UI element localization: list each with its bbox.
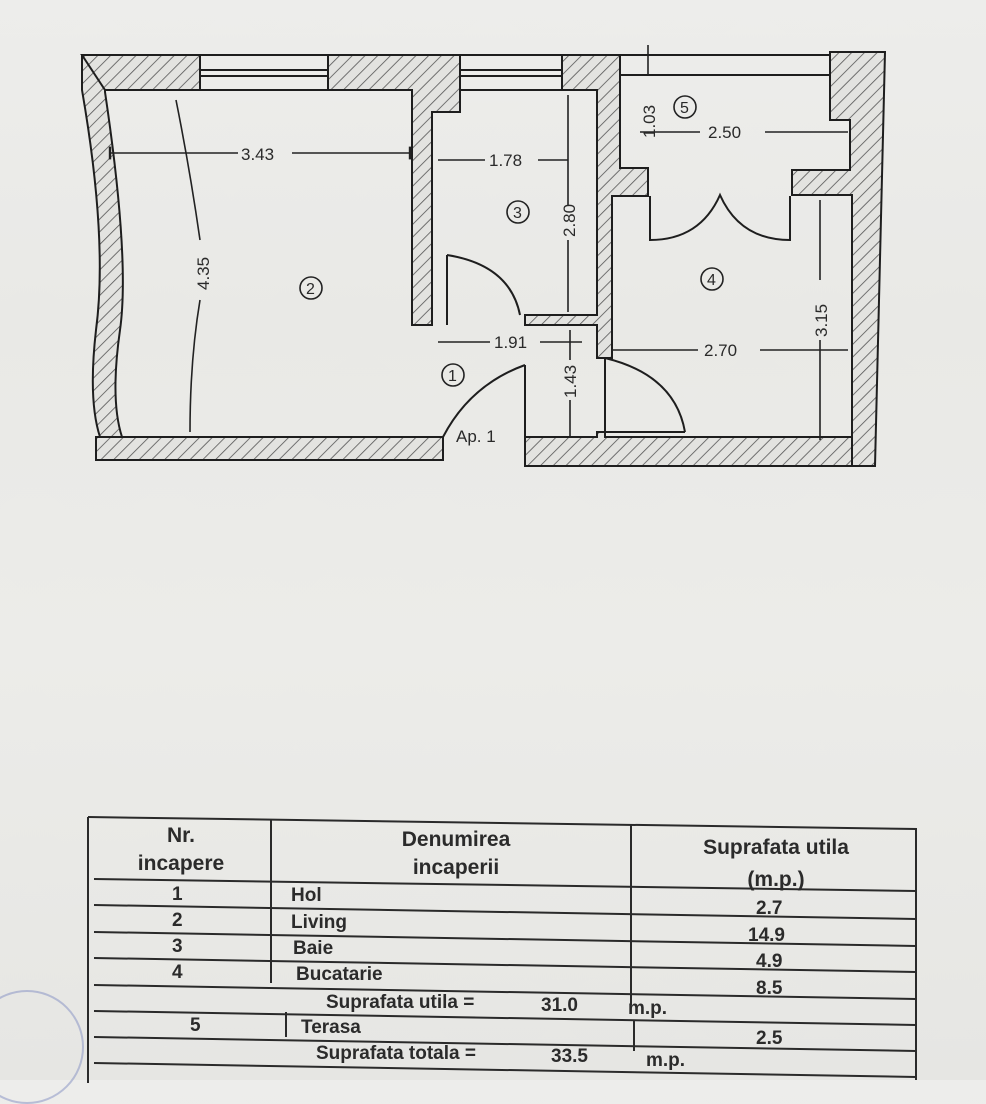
dim-hall-length: 1.43 bbox=[561, 365, 580, 398]
wall-right bbox=[791, 51, 887, 467]
row-1-area: 2.7 bbox=[756, 898, 783, 919]
wall-bottom-right bbox=[524, 431, 853, 467]
dimension-lines bbox=[108, 45, 848, 440]
table-grid bbox=[87, 816, 917, 1083]
dim-terrace-width: 2.50 bbox=[708, 123, 741, 142]
dim-terrace-depth: 1.03 bbox=[640, 105, 659, 138]
door-kitchen bbox=[604, 357, 686, 433]
room-number-1: 1 bbox=[448, 368, 457, 385]
wall-left bbox=[81, 54, 124, 438]
door-terrace bbox=[649, 192, 791, 242]
wall-top-right bbox=[524, 54, 649, 359]
terrace-area: 2.5 bbox=[756, 1028, 783, 1049]
door-entrance bbox=[442, 364, 526, 460]
subtotal-unit: m.p. bbox=[628, 998, 668, 1019]
door-bath bbox=[446, 254, 521, 325]
room-number-4: 4 bbox=[707, 272, 716, 289]
row-4-name: Bucatarie bbox=[296, 964, 383, 985]
row-2-nr: 2 bbox=[172, 910, 183, 931]
row-3-nr: 3 bbox=[172, 936, 183, 957]
subtotal-label: Suprafata utila = bbox=[326, 992, 475, 1013]
row-3-name: Baie bbox=[293, 938, 334, 959]
header-name-line1: Denumirea bbox=[401, 828, 511, 851]
room-number-5: 5 bbox=[680, 100, 689, 117]
doors bbox=[442, 192, 791, 460]
terrace-name: Terasa bbox=[301, 1017, 361, 1038]
header-area-line2: (m.p.) bbox=[747, 868, 805, 891]
dim-bath-length: 2.80 bbox=[560, 204, 579, 237]
terrace-nr: 5 bbox=[190, 1015, 201, 1036]
dim-kitchen-length: 3.15 bbox=[812, 304, 831, 337]
floor-plan: 3.43 4.35 1.78 2.80 1.91 1.43 2.70 3.15 … bbox=[80, 45, 887, 467]
window-living bbox=[199, 54, 329, 91]
wall-bottom-left bbox=[95, 436, 444, 461]
total-unit: m.p. bbox=[646, 1050, 686, 1071]
room-number-3: 3 bbox=[513, 205, 522, 222]
windows bbox=[199, 54, 831, 91]
row-4-area: 8.5 bbox=[756, 978, 783, 999]
window-terrace bbox=[619, 54, 831, 76]
dim-kitchen-width: 2.70 bbox=[704, 341, 737, 360]
header-nr-line1: Nr. bbox=[166, 824, 195, 847]
header-nr-line2: incapere bbox=[137, 852, 225, 875]
window-bath bbox=[459, 54, 563, 91]
apartment-label: Ap. 1 bbox=[456, 427, 496, 446]
total-label: Suprafata totala = bbox=[316, 1043, 476, 1064]
room-markers bbox=[299, 95, 724, 387]
row-2-area: 14.9 bbox=[748, 925, 785, 946]
area-schedule-table: Nr. incapere Denumirea incaperii Suprafa… bbox=[86, 815, 918, 1085]
header-area-line1: Suprafata utila bbox=[703, 836, 849, 859]
dim-hall-width: 1.91 bbox=[494, 333, 527, 352]
dim-bath-width: 1.78 bbox=[489, 151, 522, 170]
row-2-name: Living bbox=[291, 912, 347, 933]
row-3-area: 4.9 bbox=[756, 951, 783, 972]
total-value: 33.5 bbox=[551, 1046, 588, 1067]
dim-living-length: 4.35 bbox=[194, 257, 213, 290]
wall-top-mid bbox=[327, 54, 461, 326]
stamp bbox=[0, 990, 84, 1104]
header-name-line2: incaperii bbox=[412, 856, 500, 879]
row-1-name: Hol bbox=[291, 885, 322, 906]
row-4-nr: 4 bbox=[172, 962, 183, 983]
subtotal-value: 31.0 bbox=[541, 995, 578, 1016]
row-1-nr: 1 bbox=[172, 884, 183, 905]
room-number-2: 2 bbox=[306, 281, 315, 298]
dim-living-width: 3.43 bbox=[241, 145, 274, 164]
walls bbox=[80, 51, 887, 467]
